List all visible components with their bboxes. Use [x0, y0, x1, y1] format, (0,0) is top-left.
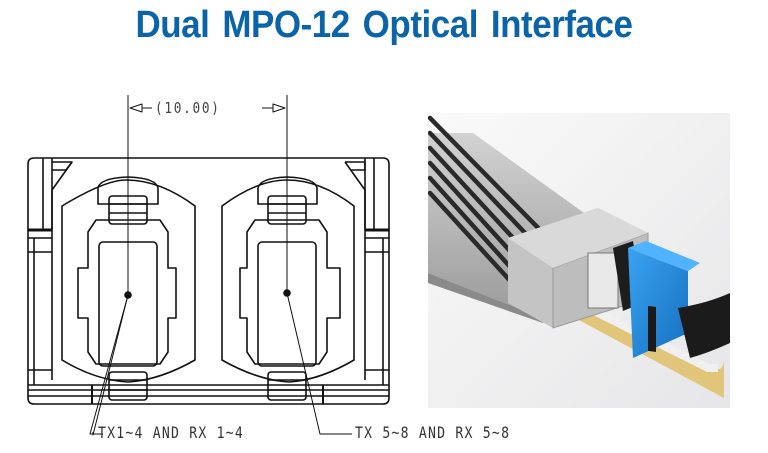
callout-left-port: TX1~4 AND RX 1~4: [98, 423, 245, 442]
left-mpo-port: [61, 176, 196, 401]
dimension-label: (10.00): [155, 99, 221, 117]
page-title: Dual MPO-12 Optical Interface: [135, 4, 633, 46]
right-mpo-port: [221, 176, 355, 401]
mpo-front-view-drawing: [27, 95, 390, 436]
transceiver-photo-illustration: [428, 113, 730, 408]
product-photo: [428, 113, 730, 408]
technical-drawing: (10.00) TX1~4 AND RX 1~4 TX 5~8 AND RX 5…: [0, 80, 509, 453]
callout-right-port: TX 5~8 AND RX 5~8: [355, 423, 511, 442]
